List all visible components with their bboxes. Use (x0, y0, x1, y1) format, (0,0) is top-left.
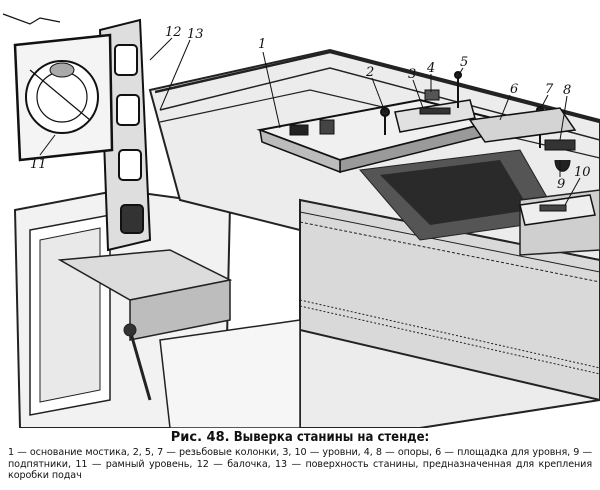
callout-6: 6 (510, 82, 518, 97)
callout-7: 7 (545, 82, 554, 97)
callout-12: 12 (165, 25, 182, 40)
frame-level (13, 33, 114, 162)
legend-text: 1 — основание мостика, 2, 5, 7 — резьбов… (8, 447, 592, 482)
callout-1: 1 (258, 37, 266, 52)
callout-11: 11 (30, 157, 47, 172)
bridge-level (394, 99, 476, 133)
callout-13: 13 (187, 27, 204, 42)
callout-9: 9 (557, 177, 565, 192)
callout-5: 5 (460, 55, 468, 70)
leader-lines (39, 37, 581, 206)
figure-label: Рис. 48. (170, 430, 230, 445)
beam (98, 18, 152, 252)
callout-8: 8 (563, 83, 571, 98)
supports (424, 89, 576, 172)
level-platform (468, 107, 577, 143)
pointer-arrow (2, 13, 61, 25)
level-10 (519, 194, 596, 226)
caption-title: Рис. 48. Выверка станины на стенде: (0, 430, 600, 445)
figure-title: Выверка станины на стенде: (233, 430, 430, 445)
figure-legend: 1 — основание мостика, 2, 5, 7 — резьбов… (8, 447, 592, 482)
callout-10: 10 (574, 165, 591, 180)
technical-illustration: 1 2 3 4 5 6 7 8 9 10 11 12 13 (2, 13, 600, 428)
callout-2: 2 (365, 65, 374, 80)
callout-3: 3 (408, 67, 416, 82)
figure-caption: Рис. 48. Выверка станины на стенде: 1 — … (0, 430, 600, 490)
callout-4: 4 (426, 61, 435, 76)
callout-labels: 1 2 3 4 5 6 7 8 9 10 11 12 13 (30, 25, 591, 192)
